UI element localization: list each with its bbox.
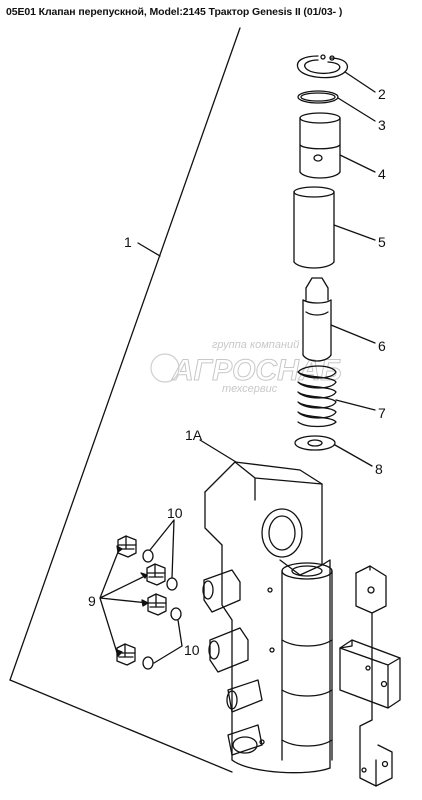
watermark: группа компаний АГРОСНАБ техсервис <box>150 339 342 395</box>
part-plugs <box>99 535 167 666</box>
plug-2 <box>146 563 166 586</box>
callout-1a: 1A <box>185 427 203 443</box>
callout-3: 3 <box>378 117 386 133</box>
part-seal-rings <box>142 519 183 670</box>
part-valve-cap <box>299 112 376 179</box>
part-plunger <box>302 277 376 362</box>
part-o-ring <box>297 90 376 122</box>
watermark-top: группа компаний <box>212 339 299 351</box>
watermark-main: АГРОСНАБ <box>171 354 342 387</box>
callout-8: 8 <box>375 461 383 477</box>
part-retaining-ring <box>296 54 376 93</box>
callout-10-top: 10 <box>167 505 183 521</box>
callout-7: 7 <box>378 405 386 421</box>
callout-2: 2 <box>378 86 386 102</box>
callout-4: 4 <box>378 166 386 182</box>
callout-9: 9 <box>88 593 96 609</box>
callout-labels: 1 1A 2 3 4 5 6 7 8 9 10 10 <box>88 86 386 658</box>
callout-10-bottom: 10 <box>184 642 200 658</box>
part-sleeve <box>293 186 376 269</box>
part-valve-body <box>202 461 333 774</box>
watermark-bottom: техсервис <box>222 383 278 395</box>
part-mounting-bracket <box>339 565 401 787</box>
watermark-emblem-icon <box>150 353 180 383</box>
callout-6: 6 <box>378 338 386 354</box>
plug-3 <box>147 593 167 616</box>
callout-5: 5 <box>378 234 386 250</box>
plug-1 <box>117 535 137 558</box>
leader-1a <box>199 439 237 463</box>
part-washer <box>294 435 373 467</box>
part-spring <box>297 365 376 428</box>
assembly-outline <box>9 27 241 773</box>
callout-1: 1 <box>124 234 132 250</box>
diagram-title: 05E01 Клапан перепускной, Model:2145 Тра… <box>6 6 343 18</box>
